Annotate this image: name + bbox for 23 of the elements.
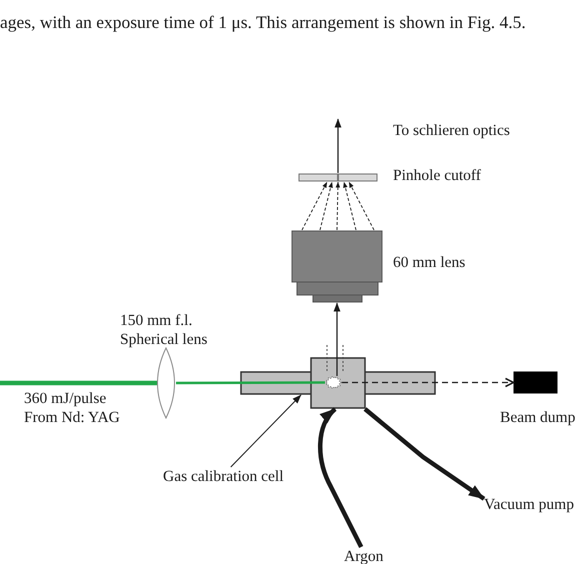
leader-line xyxy=(230,394,302,468)
part-label: 150 mm f.l. Spherical lens xyxy=(120,311,208,349)
arrow xyxy=(364,407,486,501)
arrow xyxy=(334,302,340,376)
laser-beam xyxy=(0,380,157,386)
dashed-arrow xyxy=(302,182,328,230)
dashed-arrow xyxy=(342,378,514,388)
arrow xyxy=(318,407,364,548)
part-label: Vacuum pump xyxy=(484,495,574,514)
part-label: Pinhole cutoff xyxy=(393,166,481,185)
edge-label: 360 mJ/pulse From Nd: YAG xyxy=(24,389,121,427)
part-label: 60 mm lens xyxy=(393,253,466,272)
arrow xyxy=(334,118,342,173)
part-label: Gas calibration cell xyxy=(163,467,284,486)
dashed-arrow xyxy=(343,182,356,230)
dashed-arrow xyxy=(320,182,333,230)
part-label: Beam dump xyxy=(500,408,576,427)
edge-label: To schlieren optics xyxy=(393,121,510,140)
laser-beam xyxy=(176,381,325,384)
dashed-arrow xyxy=(336,182,340,230)
body-text: ages, with an exposure time of 1 μs. This arrangement is shown in Fig. 4.5. xyxy=(0,11,526,33)
part-label: Argon xyxy=(344,547,384,564)
dashed-arrow xyxy=(348,182,374,230)
